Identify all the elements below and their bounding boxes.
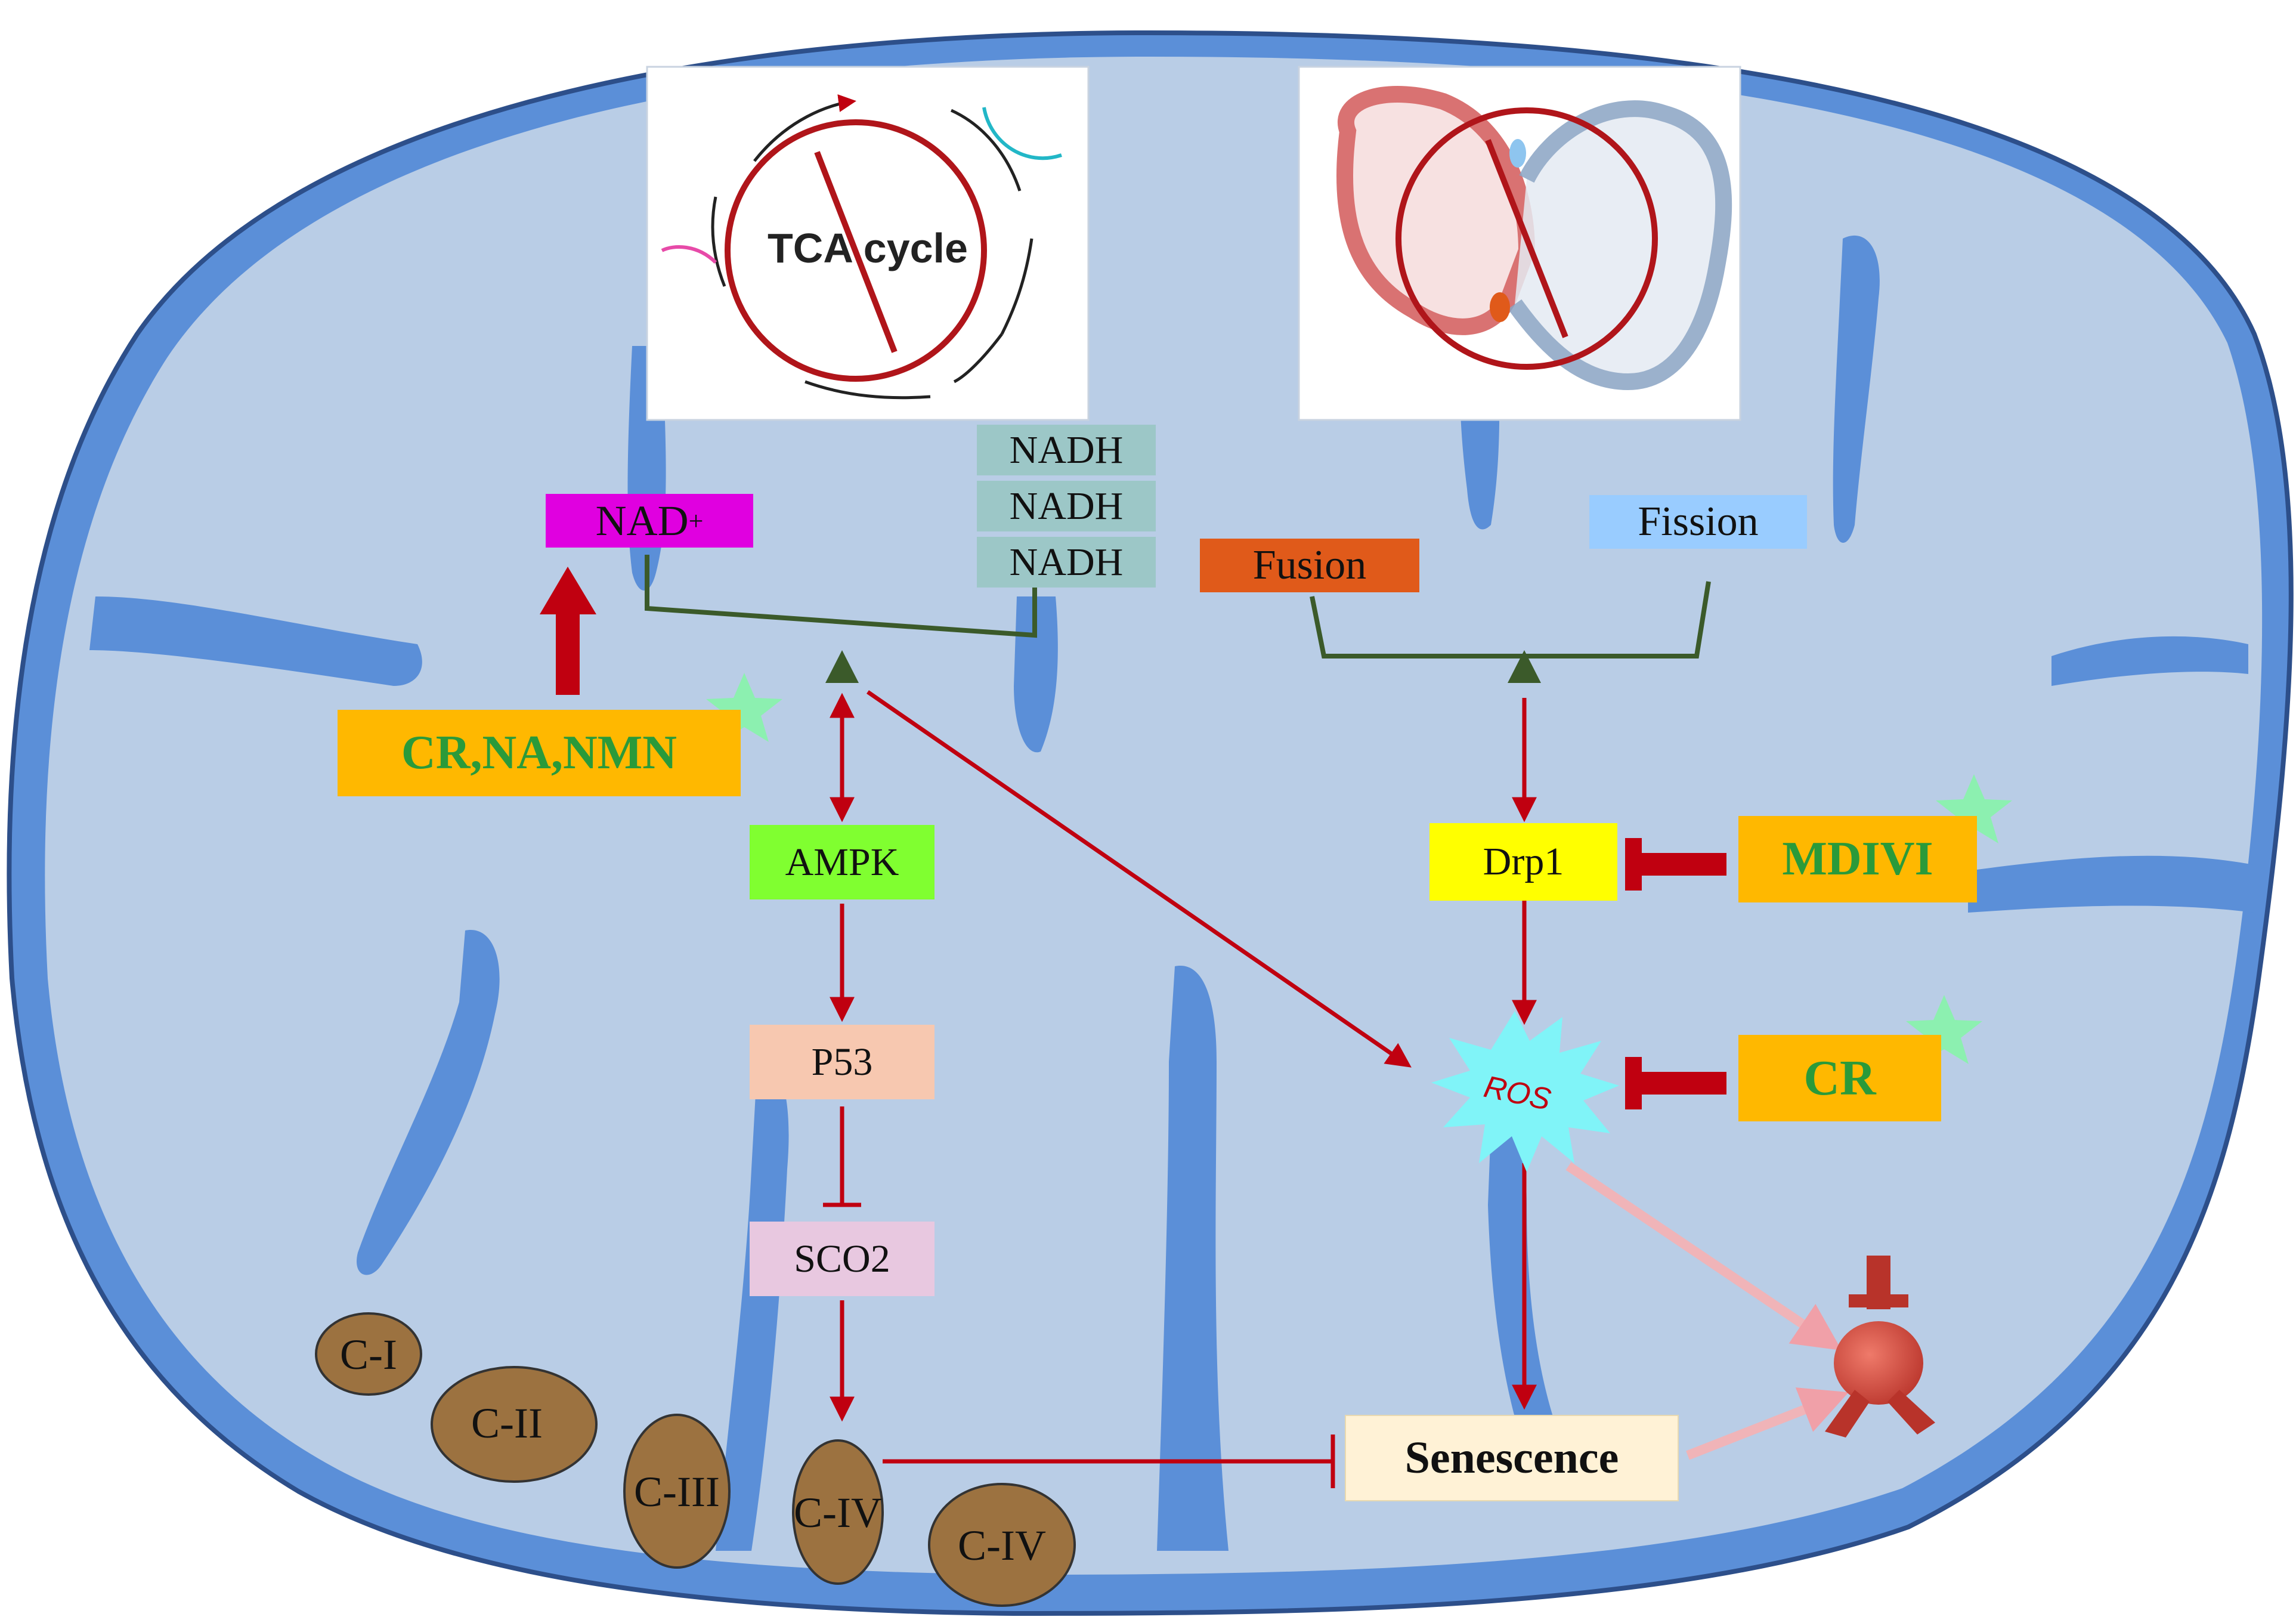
complex-label: C-I — [340, 1331, 397, 1378]
tca-cycle-arrows-icon — [711, 94, 1033, 400]
ros-star-icon — [1431, 1011, 1619, 1172]
nad-label: NAD — [595, 496, 689, 545]
tca-out-arrow-icon — [982, 107, 1062, 160]
tca-cycle-panel: TCA cycle — [646, 66, 1090, 421]
connectors — [540, 555, 1849, 1488]
prohibited-icon — [725, 119, 987, 382]
node-marker-right — [1508, 650, 1541, 683]
drp1-label: Drp1 — [1483, 840, 1564, 883]
nadh-box-1: NADH — [977, 425, 1156, 475]
sco2-box: SCO2 — [750, 1222, 935, 1296]
tca-in-arrow-icon — [661, 245, 717, 264]
matrix — [45, 57, 2263, 1575]
fission-box: Fission — [1589, 495, 1807, 549]
p53-box: P53 — [750, 1025, 935, 1099]
cr-na-nmn-label: CR,NA,NMN — [401, 727, 677, 779]
complex-label: C-IV — [958, 1522, 1046, 1569]
nadh-box-2: NADH — [977, 481, 1156, 531]
tca-cycle-label: TCA cycle — [768, 225, 968, 271]
senescence-label: Senescence — [1404, 1433, 1619, 1483]
nadh-label: NADH — [1009, 540, 1124, 584]
ampk-label: AMPK — [785, 840, 899, 884]
fusion-fission-panel — [1298, 66, 1741, 421]
cristae — [89, 235, 2254, 1551]
cr-label: CR — [1803, 1050, 1876, 1106]
drp1-box: Drp1 — [1429, 823, 1617, 901]
prohibited-icon-2 — [1395, 107, 1658, 370]
cr-box: CR — [1738, 1035, 1941, 1121]
complex-oval — [315, 1312, 422, 1396]
cr-na-nmn-box: CR,NA,NMN — [338, 710, 741, 796]
nadh-box-3: NADH — [977, 537, 1156, 588]
complex-label: C-IV — [794, 1489, 882, 1537]
fusion-box: Fusion — [1200, 539, 1419, 592]
complex-label: C-III — [634, 1468, 720, 1516]
p53-label: P53 — [811, 1040, 873, 1084]
fusion-label: Fusion — [1252, 542, 1367, 588]
mdivi-label: MDIVI — [1782, 833, 1933, 885]
nadh-label: NADH — [1009, 428, 1124, 472]
mdivi-box: MDIVI — [1738, 816, 1977, 902]
mitochondria-fusion-icon — [1336, 86, 1732, 391]
respiratory-complexes: C-I C-II C-III C-IV C-IV — [315, 1312, 1076, 1607]
nadh-label: NADH — [1009, 484, 1124, 528]
nad-box: NAD+ — [546, 494, 753, 548]
complex-oval — [431, 1366, 598, 1483]
complex-oval — [792, 1439, 884, 1585]
complex-oval — [623, 1414, 731, 1569]
senescence-box: Senescence — [1345, 1415, 1679, 1501]
complex-oval — [928, 1483, 1076, 1607]
node-marker-left — [825, 650, 859, 683]
fission-label: Fission — [1638, 499, 1759, 545]
aneurysm-vessel-icon — [1825, 1256, 1935, 1437]
ampk-box: AMPK — [750, 825, 935, 899]
sco2-label: SCO2 — [794, 1236, 890, 1281]
complex-label: C-II — [471, 1399, 543, 1447]
nad-superscript: + — [688, 506, 704, 536]
